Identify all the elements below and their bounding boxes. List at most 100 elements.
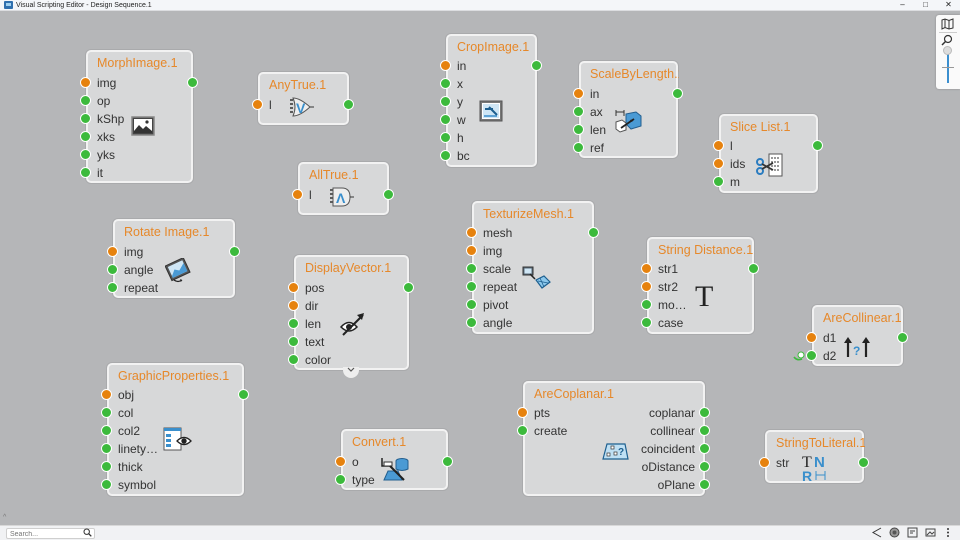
output-port[interactable] (383, 189, 394, 200)
input-port-d1[interactable] (806, 332, 817, 343)
input-port-linety[interactable] (101, 443, 112, 454)
input-port-thick[interactable] (101, 461, 112, 472)
output-port-coincident[interactable] (699, 443, 710, 454)
input-port-in[interactable] (573, 88, 584, 99)
output-port[interactable] (238, 389, 249, 400)
input-port-scale[interactable] (466, 263, 477, 274)
output-port[interactable] (748, 263, 759, 274)
input-port-bc[interactable] (440, 150, 451, 161)
input-port-color[interactable] (288, 354, 299, 365)
input-port-img[interactable] (80, 77, 91, 88)
input-port-repeat[interactable] (466, 281, 477, 292)
input-port-l[interactable] (252, 99, 263, 110)
input-port-case[interactable] (641, 317, 652, 328)
input-port-dir[interactable] (288, 300, 299, 311)
input-port-ids[interactable] (713, 158, 724, 169)
input-port-pivot[interactable] (466, 299, 477, 310)
input-port-w[interactable] (440, 114, 451, 125)
input-port-l[interactable] (292, 189, 303, 200)
output-port[interactable] (187, 77, 198, 88)
output-port[interactable] (812, 140, 823, 151)
input-port-label: color (305, 353, 332, 367)
input-port-d2[interactable] (806, 350, 817, 361)
output-port[interactable] (897, 332, 908, 343)
node-arecollinear[interactable]: AreCollinear.1 (812, 305, 903, 366)
input-port-create[interactable] (517, 425, 528, 436)
note-icon[interactable] (906, 527, 918, 540)
input-port-len[interactable] (288, 318, 299, 329)
input-port-ref[interactable] (573, 142, 584, 153)
globe-icon[interactable] (888, 527, 900, 540)
output-port[interactable] (858, 457, 869, 468)
input-port-obj[interactable] (101, 389, 112, 400)
output-port-collinear[interactable] (699, 425, 710, 436)
node-anytrue[interactable]: AnyTrue.1 (258, 72, 349, 125)
input-port-str2[interactable] (641, 281, 652, 292)
close-button[interactable]: ✕ (945, 0, 952, 9)
output-port[interactable] (672, 88, 683, 99)
and-gate-icon: Λ (328, 186, 358, 213)
output-port[interactable] (588, 227, 599, 238)
input-port-col2[interactable] (101, 425, 112, 436)
input-port-kshp[interactable] (80, 113, 91, 124)
output-port[interactable] (442, 456, 453, 467)
input-port-o[interactable] (335, 456, 346, 467)
node-displayvector[interactable]: DisplayVector.1 (294, 255, 409, 370)
image-icon[interactable] (924, 527, 936, 540)
input-port-mesh[interactable] (466, 227, 477, 238)
input-port-angle[interactable] (466, 317, 477, 328)
input-port-ax[interactable] (573, 106, 584, 117)
input-port-op[interactable] (80, 95, 91, 106)
node-scalebylength[interactable]: ScaleByLength.1 (579, 61, 679, 158)
input-port-in[interactable] (440, 60, 451, 71)
output-port-oplane[interactable] (699, 479, 710, 490)
output-port[interactable] (531, 60, 542, 71)
input-port-str[interactable] (759, 457, 770, 468)
output-port[interactable] (229, 246, 240, 257)
zoom-panel (936, 15, 960, 89)
output-port-odistance[interactable] (699, 461, 710, 472)
node-arecoplanar[interactable]: AreCoplanar.1 (523, 381, 705, 496)
input-port-img[interactable] (466, 245, 477, 256)
input-port-col[interactable] (101, 407, 112, 418)
node-stringdistance[interactable]: String Distance.1 (647, 237, 754, 334)
input-port-symbol[interactable] (101, 479, 112, 490)
search-input[interactable] (10, 529, 85, 539)
input-port-repeat[interactable] (107, 282, 118, 293)
output-port[interactable] (403, 282, 414, 293)
output-port[interactable] (343, 99, 354, 110)
node-stringtoliteral[interactable]: StringToLiteral.1 (765, 430, 865, 483)
zoom-icon[interactable] (941, 34, 953, 49)
input-port-x[interactable] (440, 78, 451, 89)
map-icon[interactable] (941, 18, 954, 33)
input-port-pos[interactable] (288, 282, 299, 293)
input-port-img[interactable] (107, 246, 118, 257)
input-port-len[interactable] (573, 124, 584, 135)
more-icon[interactable] (942, 527, 954, 540)
output-port-coplanar[interactable] (699, 407, 710, 418)
input-port-yks[interactable] (80, 149, 91, 160)
input-port-text[interactable] (288, 336, 299, 347)
input-port-pts[interactable] (517, 407, 528, 418)
input-port-xks[interactable] (80, 131, 91, 142)
minimize-button[interactable]: – (900, 0, 905, 9)
input-port-label: img (97, 76, 117, 90)
input-port-m[interactable] (713, 176, 724, 187)
input-port-l[interactable] (713, 140, 724, 151)
input-port-angle[interactable] (107, 264, 118, 275)
input-port-h[interactable] (440, 132, 451, 143)
zoom-slider-handle[interactable] (943, 46, 952, 55)
input-port-y[interactable] (440, 96, 451, 107)
expand-panel-icon[interactable]: ^ (3, 514, 7, 521)
input-port-label: l (730, 139, 733, 153)
node-rotateimage[interactable]: Rotate Image.1 (113, 219, 235, 298)
input-port-mo[interactable] (641, 299, 652, 310)
input-port-type[interactable] (335, 474, 346, 485)
search-icon[interactable] (83, 528, 92, 539)
search-box[interactable] (6, 528, 95, 539)
input-port-str1[interactable] (641, 263, 652, 274)
input-port-it[interactable] (80, 167, 91, 178)
share-icon[interactable] (870, 527, 882, 540)
maximize-button[interactable]: □ (923, 0, 928, 9)
expand-node-chevron-icon[interactable] (343, 367, 359, 378)
